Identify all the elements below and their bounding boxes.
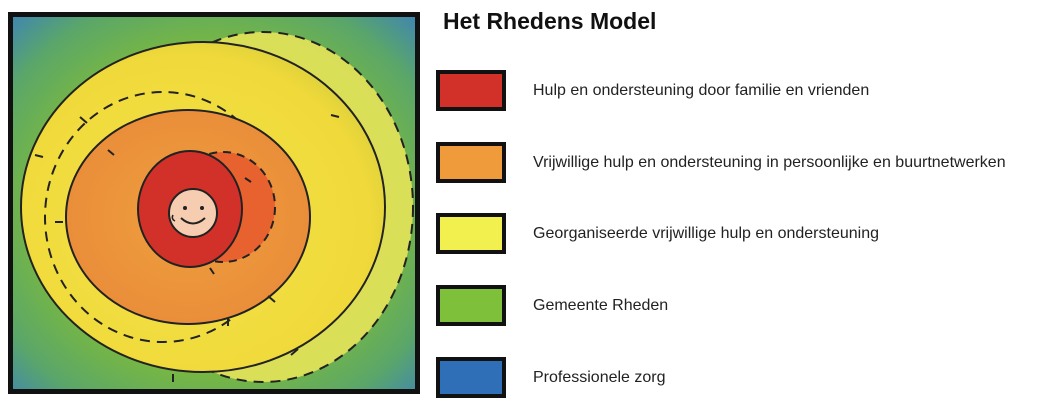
- legend-label: Professionele zorg: [533, 369, 666, 386]
- legend-item: Professionele zorg: [436, 357, 1056, 403]
- legend-color-swatch: [436, 357, 506, 398]
- legend-label: Gemeente Rheden: [533, 297, 669, 314]
- legend-color-swatch: [436, 70, 506, 111]
- legend-color-swatch: [436, 285, 506, 326]
- legend-label: Georganiseerde vrijwillige hulp en onder…: [533, 225, 879, 242]
- legend-label: Hulp en ondersteuning door familie en vr…: [533, 82, 870, 99]
- legend-color-swatch: [436, 142, 506, 183]
- rhedens-model-diagram: [8, 12, 420, 394]
- page-title: Het Rhedens Model: [443, 8, 657, 34]
- legend-item: Georganiseerde vrijwillige hulp en onder…: [436, 213, 1056, 259]
- smiling-face-icon: [168, 188, 218, 238]
- legend-label: Vrijwillige hulp en ondersteuning in per…: [533, 154, 1006, 171]
- legend-item: Gemeente Rheden: [436, 285, 1056, 331]
- legend-item: Hulp en ondersteuning door familie en vr…: [436, 70, 1056, 116]
- legend-item: Vrijwillige hulp en ondersteuning in per…: [436, 142, 1056, 188]
- concentric-circles-illustration: [13, 17, 415, 389]
- ring-tick-marks: [34, 114, 340, 382]
- legend-color-swatch: [436, 213, 506, 254]
